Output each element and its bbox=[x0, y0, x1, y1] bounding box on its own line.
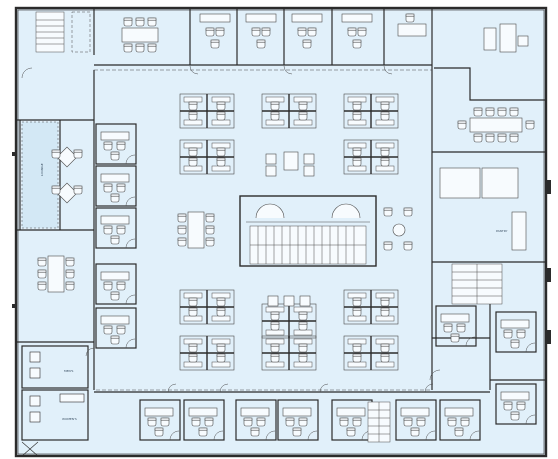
top-offices bbox=[199, 13, 427, 49]
mens-label: MEN'S bbox=[64, 369, 74, 373]
womens-label: WOMEN'S bbox=[62, 417, 77, 421]
lounge-area bbox=[21, 121, 59, 229]
stair-bottom bbox=[367, 401, 391, 443]
left-conference-table bbox=[38, 256, 74, 292]
top-conference-table bbox=[121, 17, 159, 53]
stair-top-left bbox=[35, 11, 91, 53]
center-meeting-table bbox=[178, 212, 214, 248]
exterior-wall bbox=[14, 6, 548, 458]
left-walls bbox=[16, 70, 95, 390]
center-seating bbox=[265, 151, 315, 307]
pantry-counters bbox=[439, 167, 527, 251]
right-walls bbox=[431, 70, 546, 390]
stair-right bbox=[451, 263, 503, 305]
lounge-furniture bbox=[51, 146, 83, 204]
top-rooms bbox=[93, 8, 433, 70]
atrium-chairs bbox=[383, 207, 413, 251]
door-swings bbox=[21, 65, 441, 393]
column-marks bbox=[12, 152, 551, 344]
pantry-label: PANTRY bbox=[496, 229, 508, 233]
restrooms bbox=[21, 345, 89, 457]
top-right-lounge bbox=[434, 23, 546, 101]
central-stair bbox=[239, 195, 377, 267]
lounge-label: LOUNGE bbox=[40, 163, 44, 176]
right-conference-table bbox=[457, 107, 535, 143]
